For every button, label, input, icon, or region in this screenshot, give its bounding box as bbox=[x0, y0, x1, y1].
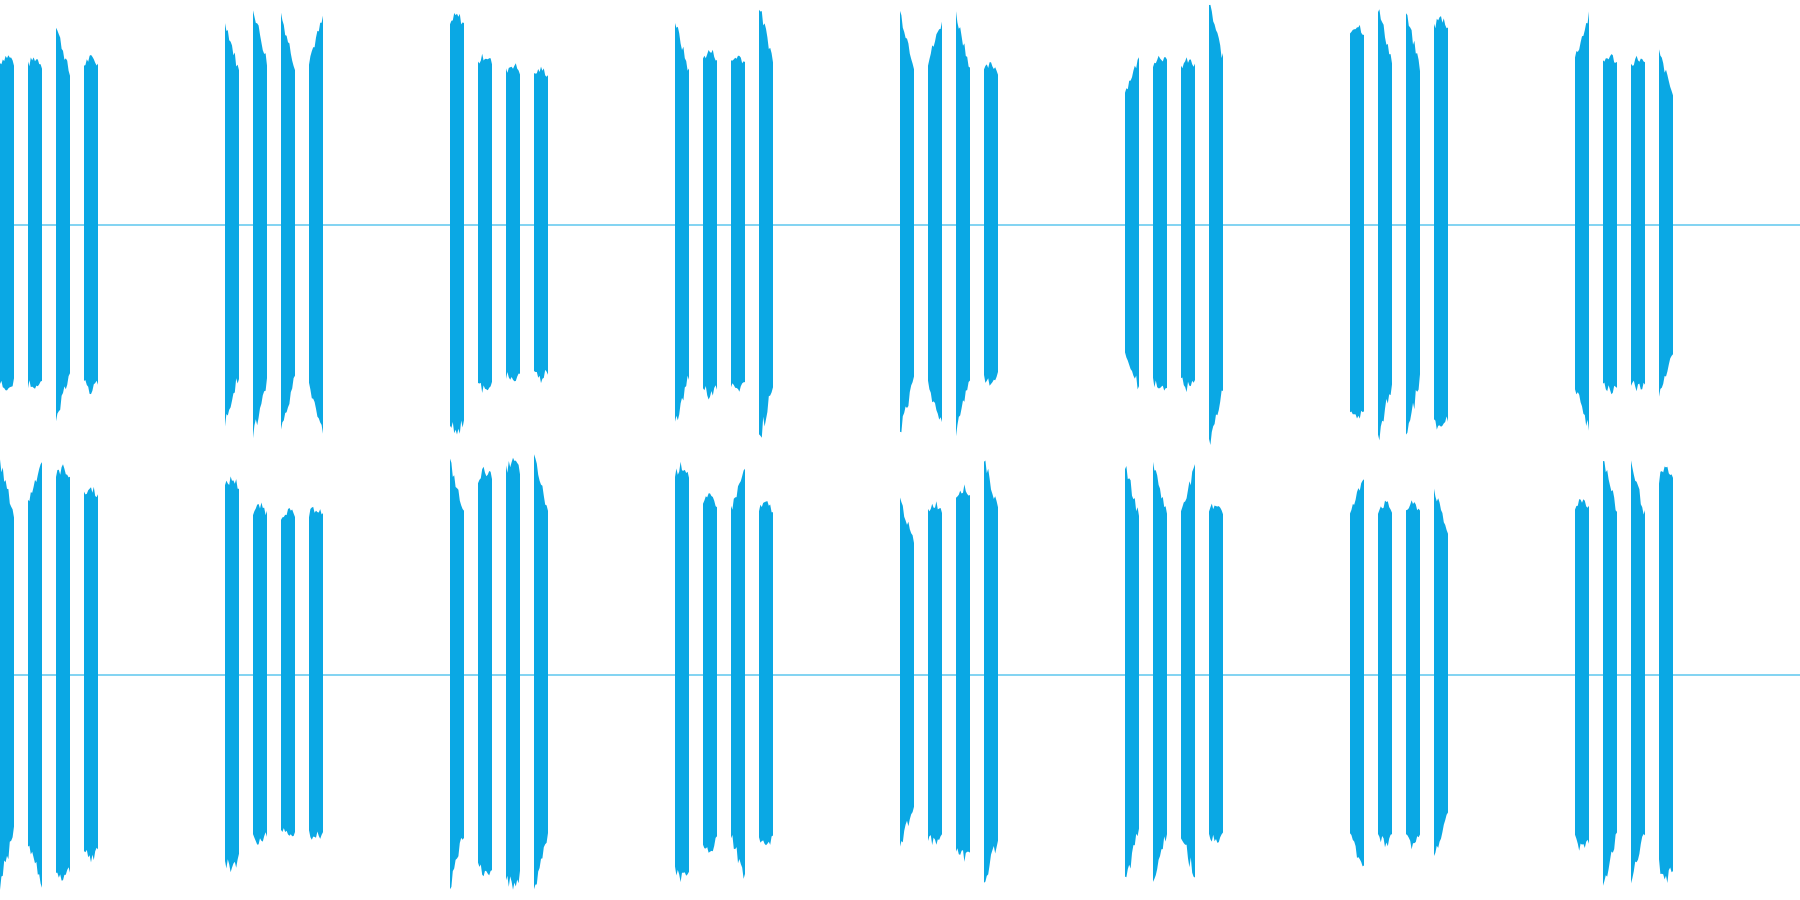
waveform-pulse bbox=[309, 506, 323, 840]
waveform-pulse bbox=[1125, 57, 1139, 390]
waveform-pulse bbox=[703, 49, 717, 400]
waveform-pulse bbox=[675, 461, 689, 883]
waveform-pulse bbox=[1631, 460, 1645, 884]
waveform-pulse bbox=[1181, 57, 1195, 393]
channel-2 bbox=[0, 454, 1800, 890]
waveform-pulse bbox=[1378, 9, 1392, 441]
waveform-pulse bbox=[506, 457, 520, 890]
waveform-pulse bbox=[900, 10, 914, 433]
waveform-pulse bbox=[225, 23, 239, 427]
waveform-pulse bbox=[1575, 11, 1589, 431]
waveform-pulse bbox=[1209, 4, 1223, 446]
waveform-pulse bbox=[1406, 13, 1420, 435]
waveform-pulse bbox=[1181, 464, 1195, 878]
waveform-pulse bbox=[759, 9, 773, 438]
waveform-pulse bbox=[534, 454, 548, 890]
waveform-pulse bbox=[1434, 488, 1448, 856]
waveform-pulse bbox=[956, 484, 970, 862]
waveform-pulse bbox=[900, 497, 914, 847]
waveform-pulse bbox=[928, 21, 942, 423]
waveform-pulse bbox=[56, 464, 70, 881]
waveform-pulse bbox=[281, 12, 295, 430]
waveform-pulse bbox=[450, 458, 464, 890]
waveform-pulse bbox=[1603, 461, 1617, 886]
waveform-pulse bbox=[281, 507, 295, 837]
waveform-pulse bbox=[1350, 479, 1364, 867]
waveform-pulse bbox=[1631, 55, 1645, 392]
waveform-pulse bbox=[1603, 54, 1617, 395]
waveform-pulse bbox=[1575, 499, 1589, 851]
waveform-pulse bbox=[84, 486, 98, 863]
waveform-pulse bbox=[225, 476, 239, 873]
waveform-pulse bbox=[1406, 500, 1420, 850]
waveform-pulse bbox=[759, 501, 773, 846]
waveform-pulse bbox=[731, 55, 745, 392]
waveform-pulse bbox=[478, 53, 492, 393]
waveform-pulse bbox=[731, 468, 745, 879]
waveform-pulse bbox=[0, 459, 14, 890]
waveform-pulse bbox=[984, 62, 998, 386]
waveform-pulse bbox=[1378, 500, 1392, 848]
waveform-pulse bbox=[1125, 466, 1139, 878]
waveform-pulse bbox=[478, 466, 492, 877]
waveform-pulse bbox=[1434, 16, 1448, 430]
waveform-pulse bbox=[1153, 55, 1167, 391]
waveform-pulse bbox=[56, 27, 70, 422]
waveform-pulse bbox=[1209, 503, 1223, 843]
waveform-pulse bbox=[0, 55, 14, 391]
waveform-pulse bbox=[1153, 461, 1167, 882]
waveform-pulse bbox=[928, 501, 942, 846]
waveform-pulse bbox=[28, 462, 42, 888]
waveform-pulse bbox=[450, 13, 464, 435]
waveform-pulse bbox=[703, 493, 717, 853]
waveform-pulse bbox=[534, 66, 548, 384]
waveform-pulse bbox=[1350, 24, 1364, 419]
waveform-pulse bbox=[1659, 49, 1673, 397]
waveform-pulse bbox=[309, 15, 323, 434]
waveform-pulse bbox=[253, 10, 267, 439]
waveform-pulse bbox=[506, 63, 520, 382]
waveform-pulse bbox=[28, 57, 42, 389]
waveform-pulse bbox=[984, 460, 998, 883]
waveform-pulse bbox=[253, 502, 267, 845]
waveform-pulse bbox=[84, 54, 98, 395]
waveform-pulse bbox=[1659, 466, 1673, 883]
waveform-pulse bbox=[956, 11, 970, 437]
channel-1 bbox=[0, 4, 1800, 446]
waveform-pulse bbox=[675, 23, 689, 422]
